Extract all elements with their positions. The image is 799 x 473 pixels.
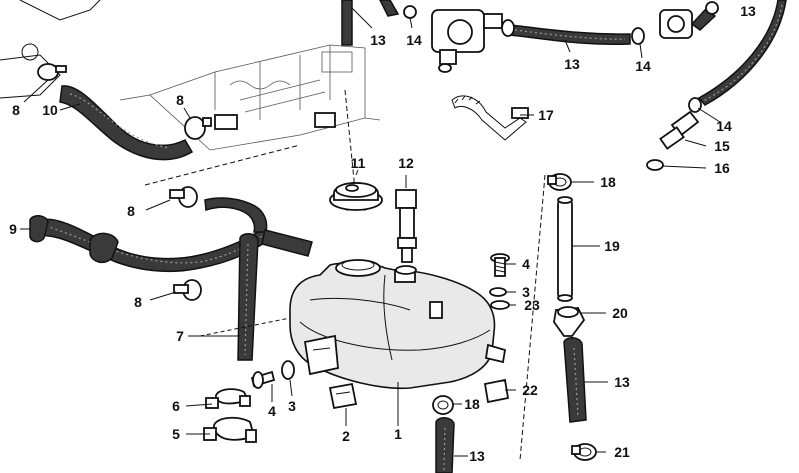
adapter-20 (553, 306, 586, 337)
callout-13-top-left: 13 (370, 32, 386, 48)
clamp-8-lower (173, 279, 202, 301)
callout-5: 5 (172, 426, 180, 442)
callout-14-top-left: 14 (406, 32, 422, 48)
callout-6: 6 (172, 398, 180, 414)
clamp-5 (203, 416, 257, 443)
callout-8-lower: 8 (134, 294, 142, 310)
callout-19: 19 (604, 238, 620, 254)
guide-lines (144, 89, 546, 461)
strap-17 (451, 95, 529, 141)
clamp-6 (205, 388, 251, 409)
callout-15: 15 (714, 138, 730, 154)
callout-4-left: 4 (268, 403, 276, 419)
clamp-21 (571, 443, 597, 461)
expansion-tank (289, 259, 507, 390)
callout-3-right: 3 (522, 284, 530, 300)
callout-10: 10 (42, 102, 58, 118)
clamp-18-right (547, 173, 572, 191)
clamp-8-upper (169, 186, 198, 208)
callout-22: 22 (522, 382, 538, 398)
callout-13-top-right: 13 (740, 3, 756, 19)
hose-13-right (563, 337, 587, 423)
screw-4-right (490, 253, 510, 277)
pipe-19 (557, 196, 573, 302)
callout-23: 23 (524, 297, 540, 313)
callout-20: 20 (612, 305, 628, 321)
clip-2 (328, 382, 358, 410)
hose-upper-bend (204, 197, 313, 257)
callout-9: 9 (9, 221, 17, 237)
clip-23 (490, 300, 510, 310)
callout-8-upper: 8 (127, 203, 135, 219)
clamp-8-upper-left (37, 63, 67, 81)
callout-14-top-mid: 14 (635, 58, 651, 74)
clamp-8-engine (184, 116, 212, 140)
callout-13-right: 13 (614, 374, 630, 390)
callout-21: 21 (614, 444, 630, 460)
callout-18-lower: 18 (464, 396, 480, 412)
upper-hose-run (341, 0, 719, 73)
hose-7 (237, 233, 259, 361)
washer-3-right (489, 287, 507, 297)
screw-4-left (250, 370, 276, 389)
hose-9 (29, 215, 269, 273)
callout-11: 11 (350, 155, 366, 171)
level-switch-12 (395, 189, 417, 275)
heater-cable-hose (646, 0, 787, 171)
callout-1: 1 (394, 426, 402, 442)
callout-8-upper-left: 8 (12, 102, 20, 118)
callout-16: 16 (714, 160, 730, 176)
callout-17: 17 (538, 107, 554, 123)
cap-11 (329, 182, 383, 211)
callout-2: 2 (342, 428, 350, 444)
washer-3-left (281, 360, 295, 380)
callout-13-top-mid: 13 (564, 56, 580, 72)
callout-12: 12 (398, 155, 414, 171)
callout-8-engine: 8 (176, 92, 184, 108)
hose-10 (59, 85, 194, 161)
callout-13-bottom: 13 (469, 448, 485, 464)
callout-4-right: 4 (522, 256, 530, 272)
callout-14-right: 14 (716, 118, 732, 134)
engine-block-outline (0, 0, 381, 151)
leader-lines (20, 7, 721, 457)
callout-18-right: 18 (600, 174, 616, 190)
clip-22 (483, 378, 510, 404)
callout-7: 7 (176, 328, 184, 344)
hose-13-lower (432, 395, 455, 473)
callout-3-left: 3 (288, 398, 296, 414)
